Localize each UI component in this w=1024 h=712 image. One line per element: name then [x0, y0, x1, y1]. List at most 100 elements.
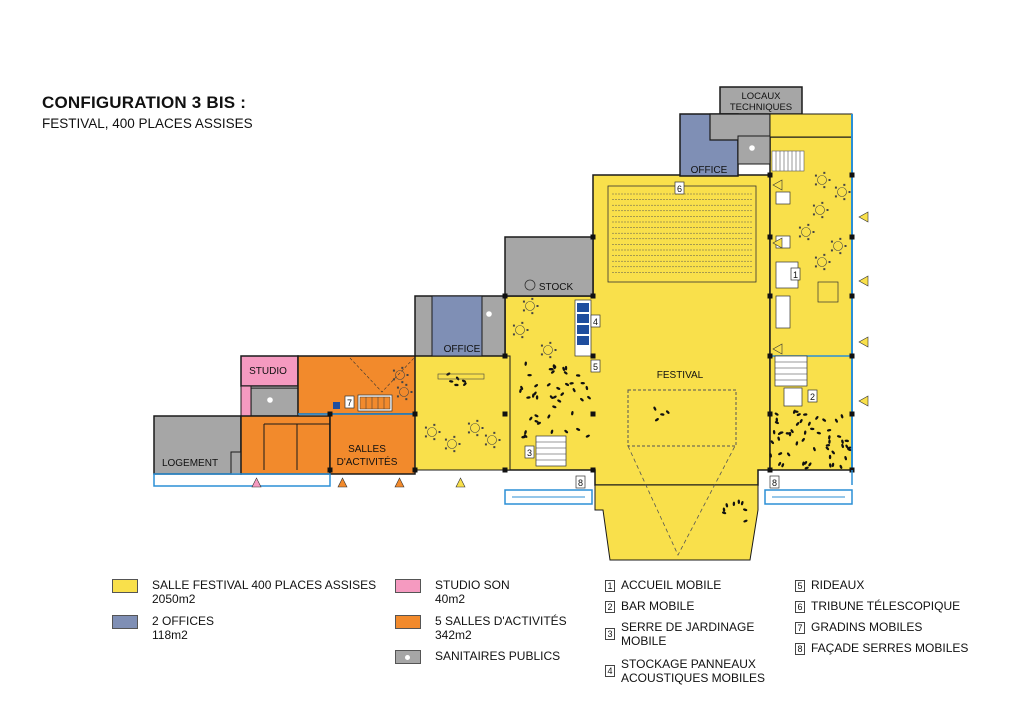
activites-room-1 [297, 355, 416, 415]
festival-label: FESTIVAL [657, 370, 704, 381]
person [552, 405, 557, 409]
person [847, 448, 852, 451]
marker-1: 1 [793, 270, 798, 280]
chair [467, 422, 470, 425]
post [502, 467, 508, 473]
legend-num-1: 1 [605, 580, 615, 592]
person [840, 414, 844, 419]
structural-posts [327, 172, 855, 473]
person [778, 461, 782, 466]
toilet-icon-mid [486, 311, 492, 317]
person [807, 421, 811, 426]
post [502, 293, 508, 299]
post [767, 467, 773, 473]
post [849, 353, 855, 359]
chair [540, 353, 543, 356]
person [829, 463, 832, 468]
post [502, 411, 508, 417]
chair [392, 378, 395, 381]
person [844, 456, 847, 461]
person [803, 430, 807, 435]
post [590, 234, 596, 240]
blue-post [333, 402, 340, 409]
person [772, 429, 776, 435]
stage-sightline [627, 445, 736, 556]
marker-8-left: 8 [578, 478, 583, 488]
chair [536, 305, 539, 307]
chair [554, 349, 557, 351]
person [564, 365, 568, 371]
chair [814, 256, 817, 259]
person [463, 382, 467, 386]
chair [839, 237, 842, 240]
office-mid-blue [431, 295, 483, 357]
chair [424, 426, 427, 429]
person [563, 371, 568, 375]
chair [848, 191, 851, 193]
person [562, 366, 566, 372]
person [841, 439, 844, 444]
person [547, 414, 551, 419]
marker-box-3 [524, 445, 535, 459]
legend-label-sanitaires: SANITAIRES PUBLICS [435, 649, 561, 663]
person [569, 382, 574, 385]
marker-8-right: 8 [772, 478, 777, 488]
post [327, 467, 333, 473]
round-table [815, 205, 825, 215]
marker-6: 6 [677, 184, 682, 194]
chair [549, 341, 552, 344]
toilet-icon-studio [267, 397, 273, 403]
chair [453, 450, 456, 453]
person [524, 430, 527, 435]
stock-room [504, 236, 594, 297]
person [825, 444, 831, 447]
post [590, 467, 596, 473]
legend-num-3: 3 [605, 628, 615, 640]
chair [844, 245, 847, 247]
studio-sanitaires [250, 387, 299, 417]
person [572, 388, 576, 393]
person [844, 439, 849, 443]
chair [438, 431, 441, 433]
legend-swatch-offices [112, 615, 138, 629]
person [834, 418, 838, 423]
legend-text-8: FAÇADE SERRES MOBILES [811, 641, 969, 655]
locaux-connector [769, 113, 853, 138]
marker-box-1 [790, 267, 801, 281]
chair [834, 186, 837, 189]
chair [823, 268, 826, 271]
chair [826, 209, 829, 211]
chair [401, 366, 404, 369]
chair [458, 443, 461, 445]
festival-zone-left [414, 355, 511, 471]
sanitaires-top-inner [737, 135, 771, 165]
legend-num-7: 7 [795, 622, 805, 634]
person [781, 463, 785, 468]
round-table [427, 427, 437, 437]
chair [823, 186, 826, 189]
legend-num-5: 5 [795, 580, 805, 592]
plan-subtitle: FESTIVAL, 400 PLACES ASSISES [42, 116, 253, 131]
round-table [395, 370, 405, 380]
toilet-icon-top [749, 145, 755, 151]
post [849, 411, 855, 417]
person [546, 383, 551, 387]
round-table [817, 175, 827, 185]
entry-markers-bottom [251, 477, 466, 488]
crowd-figures [446, 361, 852, 523]
person [725, 503, 729, 508]
person [722, 507, 726, 512]
chair [521, 336, 524, 339]
legend-text-1: ACCUEIL MOBILE [621, 578, 722, 592]
chair [830, 240, 833, 243]
legend-swatch-festival [112, 579, 138, 593]
chair [823, 171, 826, 174]
person [461, 379, 467, 383]
post [767, 172, 773, 178]
person [549, 395, 554, 399]
person [552, 395, 557, 399]
person [556, 386, 561, 390]
legend-num-6: 6 [795, 601, 805, 613]
